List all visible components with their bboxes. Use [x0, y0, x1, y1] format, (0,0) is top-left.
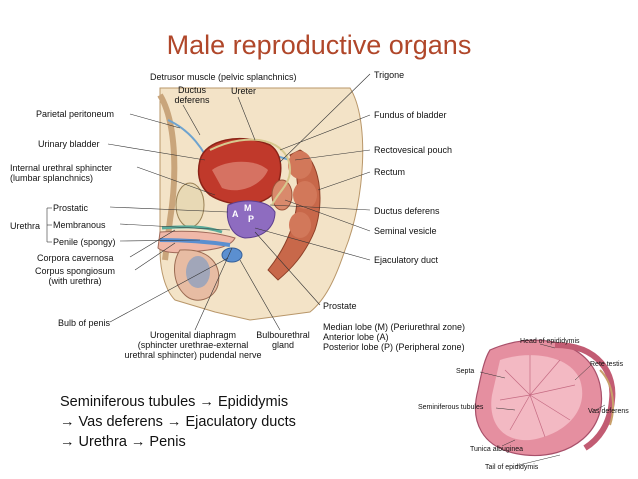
label-seminiferous-tubules: Seminiferous tubules — [418, 404, 484, 411]
pathway-line-3: → Urethra → Penis — [60, 434, 186, 450]
label-bulb-of-penis: Bulb of penis — [58, 318, 111, 328]
testis-section — [474, 339, 616, 467]
label-lobe-a: A — [232, 209, 239, 219]
label-urinary-bladder: Urinary bladder — [38, 139, 100, 149]
label-prostate-lobes: Median lobe (M) (Periurethral zone) Ante… — [323, 322, 466, 352]
label-septa: Septa — [456, 368, 475, 375]
label-rectovesical-pouch: Rectovesical pouch — [374, 145, 453, 155]
pathway-line-2: → Vas deferens → Ejaculatory ducts — [60, 414, 296, 430]
label-detrusor: Detrusor muscle (pelvic splanchnics) — [150, 72, 297, 82]
label-rectum: Rectum — [374, 167, 406, 177]
label-lobe-p: P — [248, 214, 255, 224]
label-seminal-vesicle: Seminal vesicle — [374, 226, 437, 236]
label-head-epididymis: Head of epididymis — [520, 338, 580, 345]
label-urogenital-diaphragm: Urogenital diaphragm (sphincter urethrae… — [124, 330, 262, 360]
label-corpus-spongiosum: Corpus spongiosum (with urethra) — [35, 266, 116, 286]
label-parietal-peritoneum: Parietal peritoneum — [36, 109, 115, 119]
pathway-sequence: Seminiferous tubules → Epididymis → Vas … — [60, 392, 296, 452]
label-tail-epididymis: Tail of epididymis — [485, 464, 539, 471]
label-prostate: Prostate — [323, 301, 357, 311]
label-ejaculatory-duct: Ejaculatory duct — [374, 255, 439, 265]
label-corpora-cavernosa: Corpora cavernosa — [37, 253, 114, 263]
label-lobe-m: M — [244, 203, 252, 213]
label-ductus-deferens-top: Ductus deferens — [174, 85, 210, 105]
label-internal-urethral-sphincter: Internal urethral sphincter (lumbar spla… — [10, 163, 113, 183]
label-ductus-deferens-right: Ductus deferens — [374, 206, 440, 216]
label-urethra: Urethra — [10, 221, 41, 231]
pathway-line-1: Seminiferous tubules → Epididymis — [60, 394, 289, 410]
label-ureter: Ureter — [231, 86, 257, 96]
label-bulbourethral-gland: Bulbourethral gland — [256, 330, 310, 350]
sagittal-section — [46, 73, 371, 331]
label-vas-deferens: Vas deferens — [588, 408, 629, 415]
label-penile: Penile (spongy) — [53, 237, 116, 247]
label-membranous: Membranous — [53, 220, 106, 230]
label-prostatic: Prostatic — [53, 203, 89, 213]
label-rete-testis: Rete testis — [590, 361, 624, 368]
label-trigone: Trigone — [374, 70, 405, 80]
label-fundus-bladder: Fundus of bladder — [374, 110, 447, 120]
label-tunica-albuginea: Tunica albuginea — [470, 446, 524, 453]
page-title: Male reproductive organs — [166, 30, 472, 60]
